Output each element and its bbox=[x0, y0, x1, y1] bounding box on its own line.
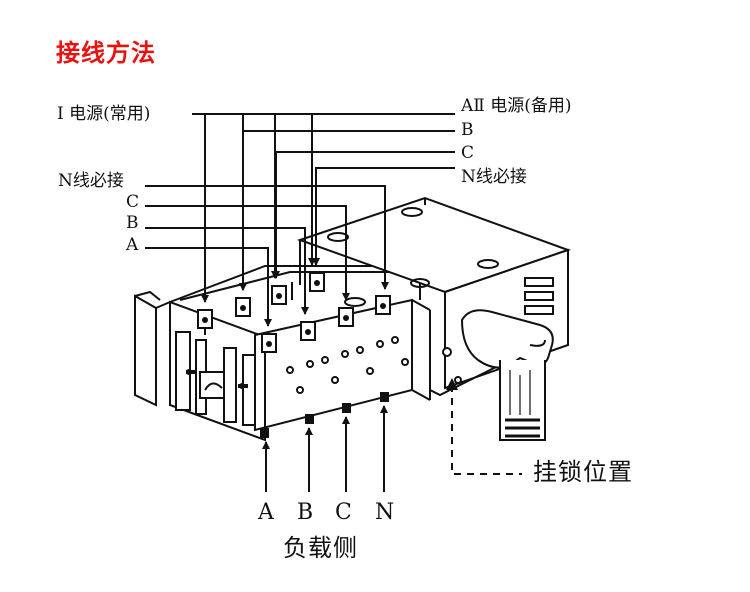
source-ii-phase-n: N线必接 bbox=[461, 167, 527, 187]
source-ii-phase-b: B bbox=[461, 120, 474, 140]
lock-position-label: 挂锁位置 bbox=[533, 458, 633, 486]
load-side-arrows bbox=[262, 405, 388, 492]
load-phase-a: A bbox=[258, 500, 274, 525]
source-i-label: I 电源(常用) bbox=[57, 104, 151, 124]
source-i-phase-b: B bbox=[126, 213, 139, 233]
load-side-label: 负载侧 bbox=[283, 534, 358, 562]
load-phase-c: C bbox=[335, 500, 352, 525]
source-ii-wiring bbox=[206, 113, 455, 291]
load-phase-n: N bbox=[375, 500, 395, 525]
lock-position-leader bbox=[451, 385, 522, 475]
source-i-phase-a: A bbox=[126, 235, 139, 255]
load-phase-b: B bbox=[297, 500, 314, 525]
handle bbox=[460, 309, 554, 441]
source-ii-label: AⅡ 电源(备用) bbox=[461, 96, 572, 116]
source-i-phase-c: C bbox=[126, 192, 140, 212]
diagram-title: 接线方法 bbox=[56, 39, 156, 67]
source-ii-phase-c: C bbox=[461, 143, 475, 163]
source-i-phase-n: N线必接 bbox=[58, 171, 124, 191]
switch-body bbox=[134, 265, 431, 442]
